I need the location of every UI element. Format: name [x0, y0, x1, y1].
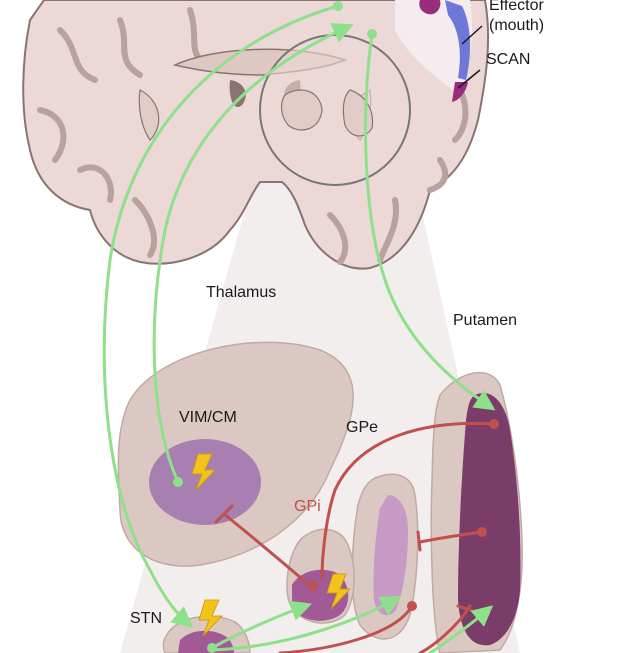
- stn-to-putamen-path: [428, 605, 494, 653]
- cortical-gyri: [37, 7, 469, 265]
- lightning-bolt-icon: [191, 453, 216, 491]
- vim-cm-label: VIM/CM: [179, 409, 237, 426]
- effector-region: [419, 0, 441, 15]
- scan-label: SCAN: [486, 51, 531, 68]
- gpe-node: [407, 601, 417, 611]
- scan-region: [445, 0, 471, 80]
- motor-cortex-patch: [395, 0, 472, 95]
- stn-to-gpe-path: [210, 595, 402, 652]
- gpi-label: GPi: [294, 498, 321, 515]
- vim-cm-target: [149, 439, 261, 525]
- putamen-label: Putamen: [453, 312, 518, 329]
- stn-label: STN: [130, 610, 162, 627]
- scan-deep-region: [452, 82, 468, 102]
- gpe-inner: [373, 495, 408, 616]
- cortex-node-left: [333, 1, 343, 11]
- magnified-structures: [281, 89, 374, 137]
- scan-leader: [457, 69, 481, 89]
- cortex-to-putamen-path: [364, 32, 496, 411]
- excitatory-pathways: [102, 4, 496, 653]
- effector-sub-label: (mouth): [489, 17, 545, 34]
- basal-ganglia: [117, 341, 524, 653]
- gpi-to-thalamus-path: [222, 512, 310, 586]
- effector-label: Effector: [489, 0, 544, 14]
- putamen-to-gpe-bar: [416, 530, 422, 552]
- putamen-to-gpe-path: [418, 530, 484, 544]
- cortex-to-stn-path: [102, 4, 340, 628]
- inhibitory-nodes: [308, 419, 499, 611]
- effector-leader: [461, 25, 483, 45]
- gpe-to-stn-path: [278, 604, 414, 653]
- excitatory-nodes: [173, 1, 377, 653]
- putamen-node-middle: [477, 527, 487, 537]
- label-leaders: [457, 25, 483, 89]
- putamen-node-upper: [489, 419, 499, 429]
- thalamus-label: Thalamus: [206, 284, 277, 301]
- putamen-to-gpi-path: [320, 421, 496, 580]
- lightning-bolt-icon: [198, 599, 223, 637]
- stimulation-bolts: [191, 453, 351, 637]
- putamen-lower-path: [418, 604, 472, 653]
- lightning-bolt-icon: [326, 573, 351, 610]
- stn-to-gpi-path: [210, 600, 312, 650]
- gpe-label: GPe: [346, 419, 379, 436]
- brain-coronal-section: [22, 0, 490, 270]
- stn-node: [207, 643, 217, 653]
- gpi-to-thalamus-bar: [214, 504, 234, 524]
- putamen-target: [458, 393, 521, 646]
- cortex-node-right: [367, 29, 377, 39]
- thalamus-to-cortex-path: [152, 23, 354, 484]
- vim-cm-node: [173, 477, 183, 487]
- gpi-node: [308, 581, 318, 591]
- stn-target: [178, 630, 234, 653]
- inhibitory-pathways: [214, 421, 496, 653]
